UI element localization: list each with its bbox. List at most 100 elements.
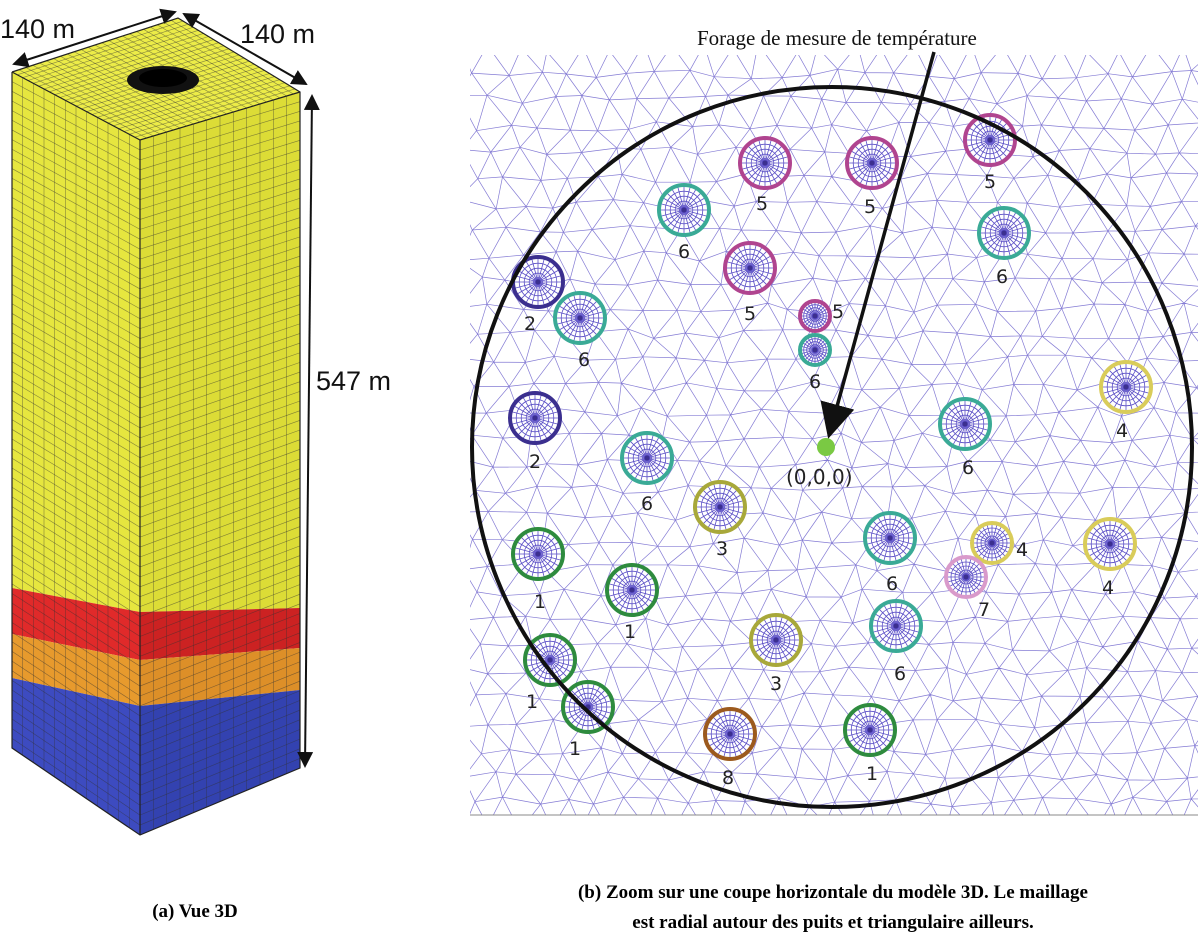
well-label: 5 (984, 171, 996, 193)
well: 2 (508, 391, 562, 473)
well-label: 6 (641, 493, 653, 515)
well-ring (955, 414, 975, 434)
well-ring (958, 569, 974, 585)
well-ring (989, 218, 1019, 248)
well: 6 (938, 397, 992, 479)
well-outline (798, 333, 832, 367)
well-label: 4 (1102, 577, 1114, 599)
well-ring (860, 720, 880, 740)
well-center (577, 315, 583, 321)
well-outline (723, 241, 777, 295)
well-label: 1 (526, 691, 538, 713)
well-ring (850, 710, 890, 750)
well-outline (1083, 517, 1137, 571)
well-radial-mesh (946, 557, 986, 597)
well-label: 7 (978, 599, 990, 621)
well: 5 (845, 136, 899, 218)
mesh-line (123, 82, 285, 132)
well-ring (980, 130, 1000, 150)
well-radial-mesh (865, 513, 915, 563)
well-label: 2 (529, 451, 541, 473)
well-ring (881, 611, 911, 641)
well: 6 (620, 431, 674, 515)
well-ring (528, 544, 548, 564)
well-outline (620, 431, 674, 485)
well-label: 6 (578, 349, 590, 371)
well: 4 (1099, 360, 1153, 442)
well-outline (511, 527, 565, 581)
well-center (681, 207, 687, 213)
origin-label: (0,0,0) (786, 465, 853, 489)
well: 6 (798, 333, 832, 393)
well-outline (843, 703, 897, 757)
well-ring (715, 719, 745, 749)
well: 6 (553, 291, 607, 371)
well-ring (945, 404, 985, 444)
well-ring (622, 580, 642, 600)
well-label: 6 (886, 573, 898, 595)
well-ring (803, 338, 827, 362)
well-ring (568, 687, 608, 727)
well-outline (749, 613, 803, 667)
well-center (747, 265, 753, 271)
width-dimension-label: 140 m (0, 14, 75, 44)
well-outline (869, 599, 923, 653)
well-ring (637, 448, 657, 468)
well-ring (612, 570, 652, 610)
well-ring (750, 148, 780, 178)
well-label: 2 (524, 313, 536, 335)
well-label: 5 (744, 303, 756, 325)
well-outline (938, 397, 992, 451)
width-dimension-arrow (12, 8, 177, 68)
well-ring (560, 298, 600, 338)
well-ring (530, 640, 570, 680)
well-ring (617, 575, 647, 605)
well-ring (710, 714, 750, 754)
well-ring (809, 344, 821, 356)
well-outline (970, 521, 1014, 565)
well-center (989, 540, 995, 546)
well-label: 6 (678, 241, 690, 263)
well-ring (627, 585, 637, 595)
well-label: 3 (716, 538, 728, 560)
well-ring (875, 523, 905, 553)
well-ring (852, 143, 892, 183)
well-ring (984, 213, 1024, 253)
well-label: 1 (569, 738, 581, 760)
well-label: 5 (756, 193, 768, 215)
well-radial-mesh (513, 257, 563, 307)
well-center (1001, 230, 1007, 236)
well-ring (530, 413, 540, 423)
mesh-line (129, 85, 290, 135)
well: 1 (605, 563, 659, 643)
well-ring (520, 403, 550, 433)
well-ring (960, 419, 970, 429)
well-center (629, 587, 635, 593)
well-ring (867, 158, 877, 168)
well-radial-mesh (751, 615, 801, 665)
well-ring (735, 253, 765, 283)
caption-panel-a: (a) Vue 3D (152, 901, 238, 922)
well-radial-mesh (695, 482, 745, 532)
well-ring (533, 549, 543, 559)
well-outline (703, 707, 757, 761)
well-label: 6 (809, 371, 821, 393)
well-ring (809, 310, 821, 322)
well-radial-mesh (513, 529, 563, 579)
well-ring (565, 303, 595, 333)
depth-dimension-label: 140 m (240, 19, 315, 49)
well-ring (740, 258, 760, 278)
well: 4 (970, 521, 1028, 565)
well-ring (970, 120, 1010, 160)
well-ring (573, 692, 603, 722)
well-label: 4 (1116, 420, 1128, 442)
well: 7 (944, 555, 990, 621)
well-radial-mesh (1101, 362, 1151, 412)
well: 6 (977, 206, 1031, 288)
well-radial-mesh (563, 682, 613, 732)
well-center (812, 313, 818, 319)
height-dimension-label: 547 m (316, 366, 391, 396)
origin-marker (817, 438, 835, 456)
